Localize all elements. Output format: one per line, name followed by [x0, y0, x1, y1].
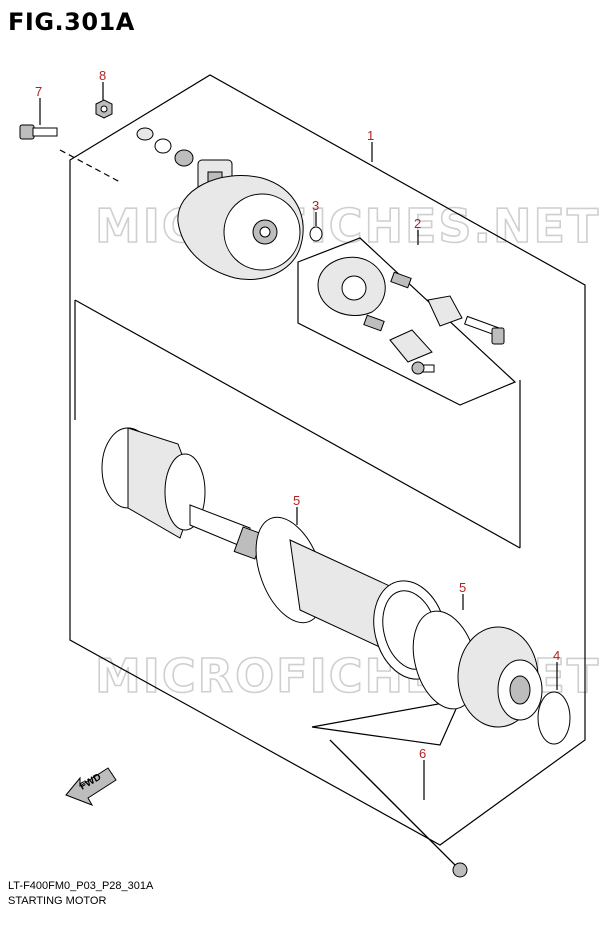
bolt-6 [329, 739, 468, 878]
leader-triangle [311, 699, 462, 746]
callout-4: 4 [553, 648, 560, 663]
brush-box [297, 237, 517, 406]
watermark-upper: MICROFICHES.NET [95, 199, 600, 253]
brush-holder [317, 256, 505, 375]
end-cover [177, 175, 304, 280]
callout-2: 2 [414, 216, 421, 231]
fwd-arrow-icon: FWD [65, 767, 117, 806]
washer [174, 149, 194, 167]
figure-code: LT-F400FM0_P03_P28_301A [8, 880, 154, 892]
callout-7: 7 [35, 84, 42, 99]
callout-5-upper: 5 [293, 493, 300, 508]
callout-5-lower: 5 [459, 580, 466, 595]
callout-6: 6 [419, 746, 426, 761]
callout-3: 3 [312, 198, 319, 213]
armature [101, 427, 265, 560]
armature-line-top [74, 299, 521, 549]
figure-name: STARTING MOTOR [8, 895, 107, 907]
figure-title: FIG.301A [8, 8, 135, 36]
washer [136, 127, 154, 141]
housing-end [457, 626, 543, 728]
bolt-7 [19, 124, 58, 140]
o-ring-4 [537, 691, 571, 745]
callout-8: 8 [99, 68, 106, 83]
nut-8 [95, 99, 113, 119]
callout-1: 1 [367, 128, 374, 143]
bolt-axis [59, 149, 121, 183]
assembly-box [69, 74, 586, 846]
o-ring-3 [309, 226, 323, 242]
washer [154, 138, 172, 154]
